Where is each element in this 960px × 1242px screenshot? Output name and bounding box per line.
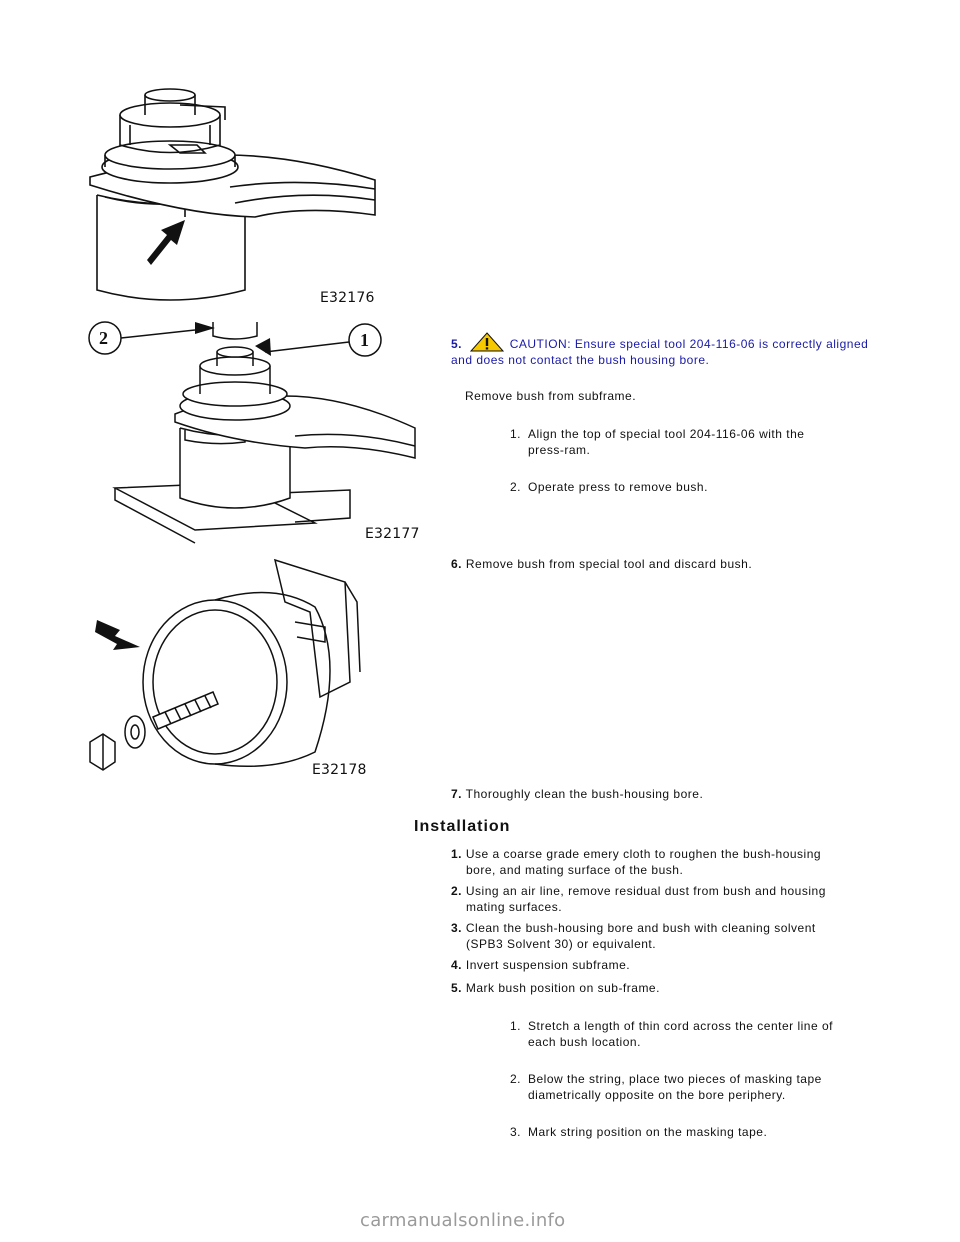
substep-text: Operate press to remove bush. <box>528 480 708 494</box>
substep-text-cont: diametrically opposite on the bore perip… <box>528 1088 786 1102</box>
step-number: 1. <box>451 847 463 861</box>
substep-text: Stretch a length of thin cord across the… <box>528 1019 833 1033</box>
step-text: Remove bush from special tool and discar… <box>465 557 753 571</box>
step-number: 5. <box>451 337 463 351</box>
substep-text-cont: each bush location. <box>528 1035 641 1049</box>
pointer-arrow-icon <box>255 338 271 356</box>
substep: 2. Operate press to remove bush. <box>510 479 870 495</box>
pointer-arrow-icon <box>147 220 185 265</box>
install-step-2: 2. Using an air line, remove residual du… <box>451 883 871 915</box>
substep: 3. Mark string position on the masking ta… <box>510 1124 890 1140</box>
install-step-3: 3. Clean the bush-housing bore and bush … <box>451 920 871 952</box>
step-text-cont: (SPB3 Solvent 30) or equivalent. <box>466 937 657 951</box>
substep-text: Mark string position on the masking tape… <box>528 1125 768 1139</box>
install-step-4: 4. Invert suspension subframe. <box>451 957 630 973</box>
figure-e32177: 2 1 E32177 <box>85 318 420 548</box>
figure-label: E32177 <box>365 526 420 542</box>
step-text: Use a coarse grade emery cloth to roughe… <box>465 847 822 861</box>
step-number: 7. <box>451 787 463 801</box>
install-step-5: 5. Mark bush position on sub-frame. <box>451 980 660 996</box>
caution-text: CAUTION: Ensure special tool 204-116-06 … <box>451 337 869 367</box>
pointer-arrow-icon <box>195 322 215 334</box>
warning-icon <box>469 332 504 352</box>
figure-e32176: E32176 <box>85 85 385 315</box>
press-tool-illustration <box>89 88 376 301</box>
substep: 1. Align the top of special tool 204-116-… <box>510 426 870 458</box>
watermark: carmanualsonline.info <box>360 1210 566 1231</box>
bush-tool-illustration <box>89 558 361 771</box>
substep-text: Below the string, place two pieces of ma… <box>528 1072 822 1086</box>
step-number: 3. <box>451 921 463 935</box>
step-number: 4. <box>451 958 463 972</box>
pointer-arrow-icon <box>95 620 140 650</box>
substep: 2. Below the string, place two pieces of … <box>510 1071 890 1103</box>
substep-text-cont: press-ram. <box>528 443 591 457</box>
removal-step-5: 5. CAUTION: Ensure special tool 204-116-… <box>451 332 871 368</box>
step-text: Invert suspension subframe. <box>465 958 631 972</box>
step-number: 2. <box>451 884 463 898</box>
removal-instruction: Remove bush from subframe. <box>465 389 637 403</box>
step-text: Clean the bush-housing bore and bush wit… <box>465 921 816 935</box>
step-number: 6. <box>451 557 463 571</box>
step-number: 5. <box>451 981 463 995</box>
install-step-1: 1. Use a coarse grade emery cloth to rou… <box>451 846 871 878</box>
step-text: Mark bush position on sub-frame. <box>465 981 660 995</box>
substep-number: 2. <box>510 1072 522 1086</box>
press-ram-illustration: 2 1 <box>88 321 416 544</box>
substep-number: 1. <box>510 427 522 441</box>
step-text-cont: bore, and mating surface of the bush. <box>466 863 684 877</box>
removal-step-7: 7. Thoroughly clean the bush-housing bor… <box>451 786 703 802</box>
step-text: Using an air line, remove residual dust … <box>465 884 826 898</box>
callout-1: 1 <box>360 330 369 350</box>
substep-number: 3. <box>510 1125 522 1139</box>
section-heading-installation: Installation <box>414 818 511 835</box>
substep-text: Align the top of special tool 204-116-06… <box>528 427 805 441</box>
step-text: Thoroughly clean the bush-housing bore. <box>465 787 704 801</box>
step-text-cont: mating surfaces. <box>466 900 563 914</box>
removal-step-6: 6. Remove bush from special tool and dis… <box>451 556 752 572</box>
figure-label: E32176 <box>320 290 375 306</box>
callout-2: 2 <box>99 328 108 348</box>
substep-number: 1. <box>510 1019 522 1033</box>
substep-number: 2. <box>510 480 522 494</box>
figure-e32178: E32178 <box>85 552 385 782</box>
figure-label: E32178 <box>312 762 367 778</box>
substep: 1. Stretch a length of thin cord across t… <box>510 1018 890 1050</box>
